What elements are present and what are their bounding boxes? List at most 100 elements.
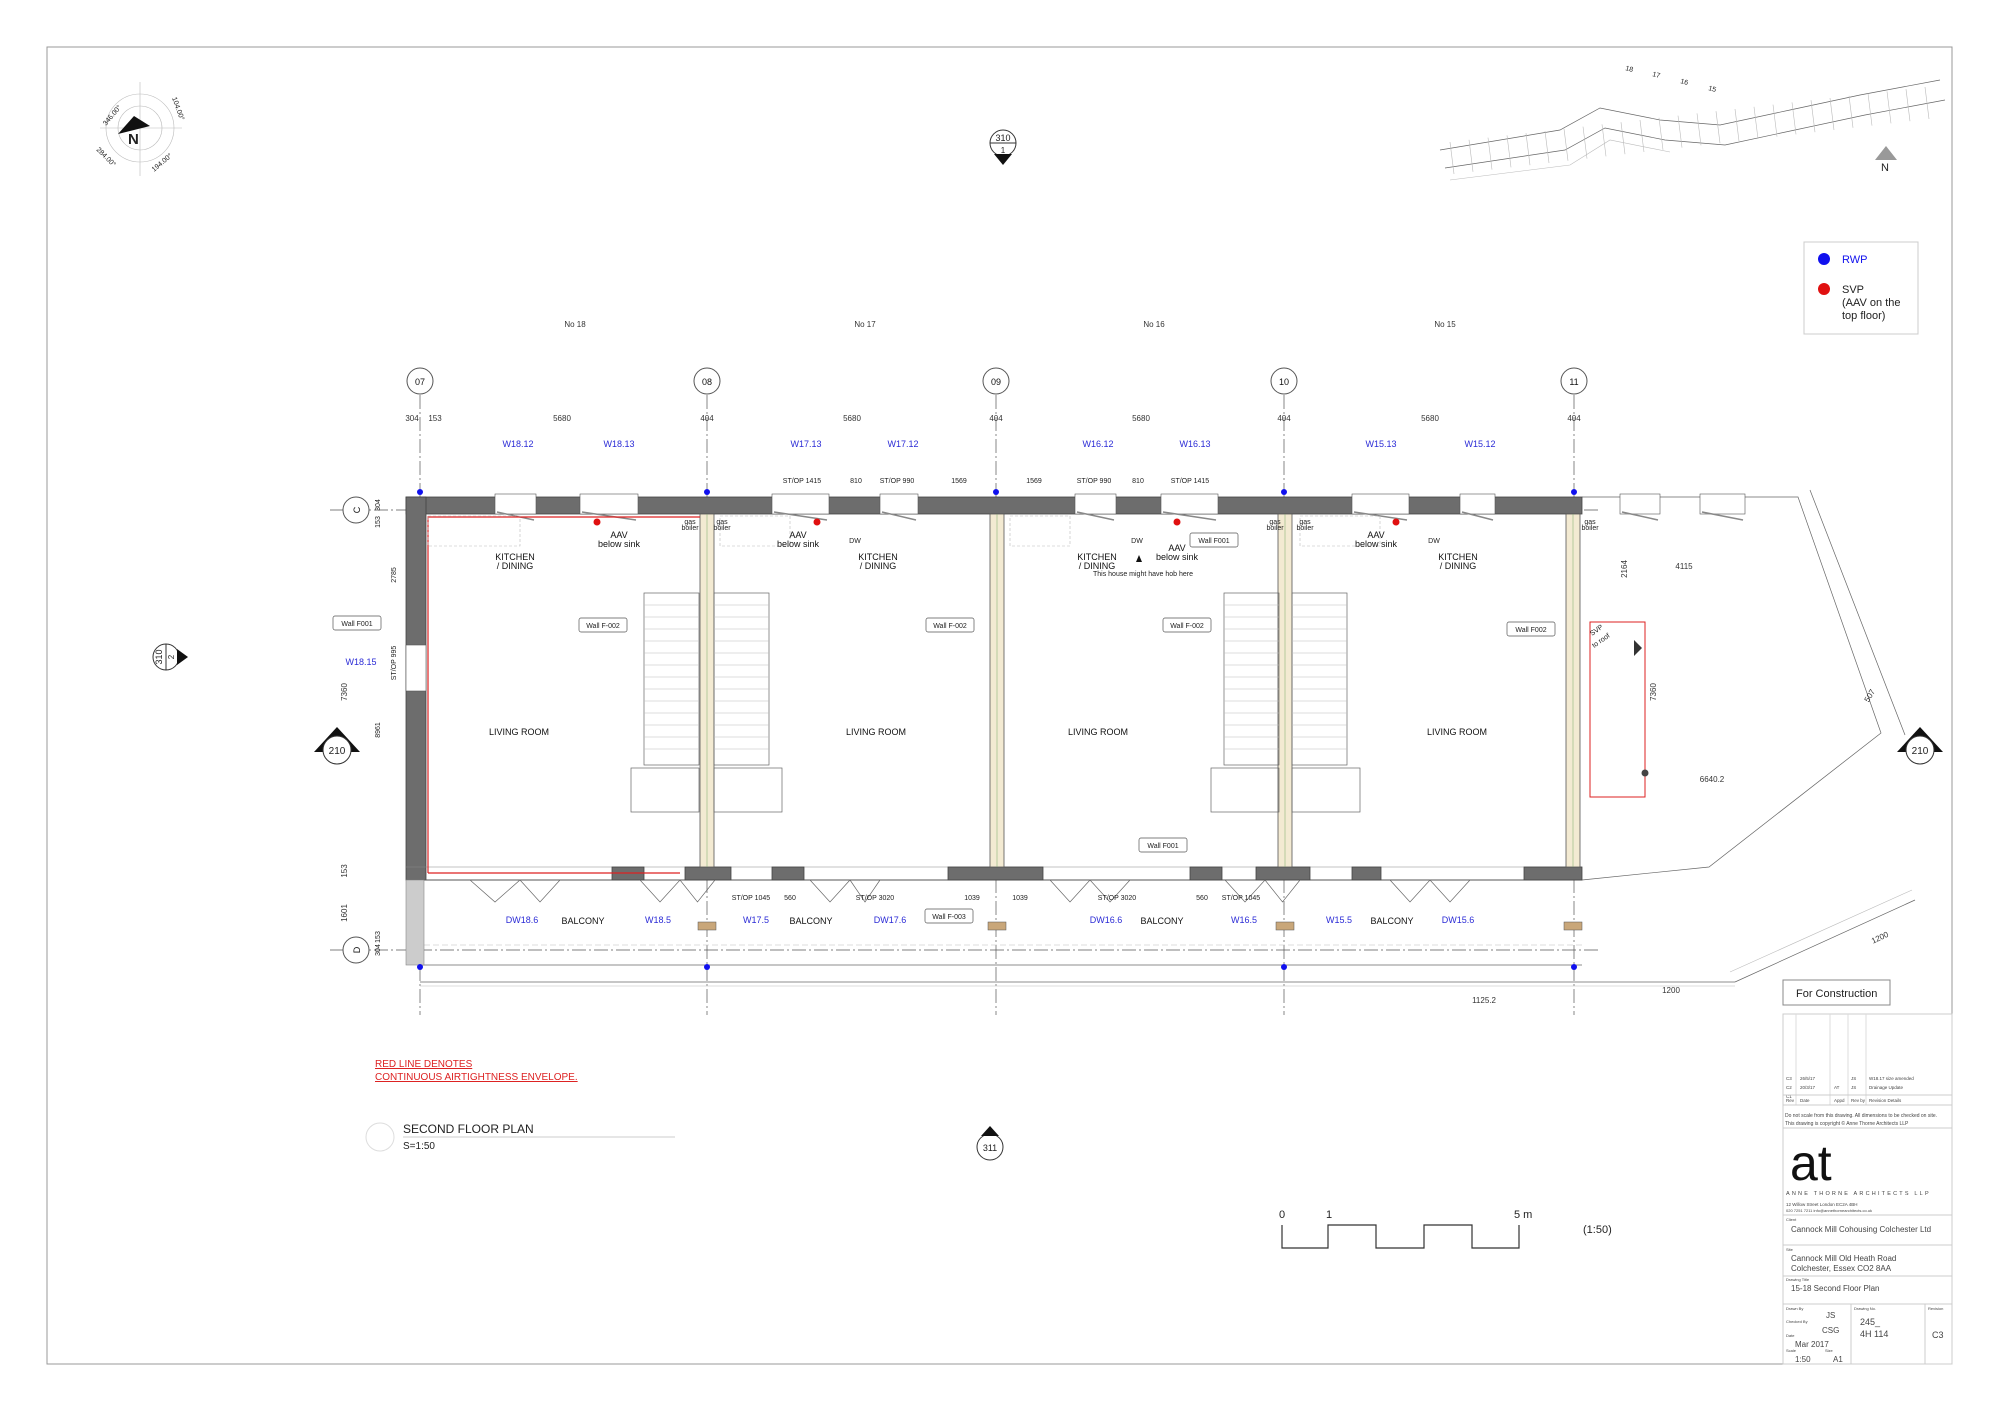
field-label: Size — [1825, 1348, 1834, 1353]
boiler-label: gas — [684, 519, 696, 526]
wall-label[interactable]: Wall F001 — [1189, 532, 1239, 548]
opening-dimension: 1039 — [964, 895, 980, 902]
opening-dimension: 1569 — [1026, 478, 1042, 485]
dishwasher-label: DW — [849, 538, 861, 545]
aav-label: below sink — [777, 539, 820, 549]
dimension: 1200 — [1870, 930, 1890, 946]
section-marker-310-1[interactable]: 310 1 — [989, 129, 1017, 165]
revision-cell: JS — [1851, 1085, 1856, 1090]
plot-label: 17 — [1651, 71, 1660, 80]
field-label: Checked By — [1786, 1319, 1808, 1324]
hob-note: This house might have hob here — [1093, 571, 1193, 578]
svp-dot — [1173, 518, 1181, 526]
plot-label: 15 — [1707, 85, 1716, 94]
wall-label-text: Wall F-003 — [932, 914, 966, 921]
wall-label[interactable]: Wall F-003 — [924, 908, 974, 924]
legend-svp-note: (AAV on the — [1842, 297, 1901, 309]
window-tag: DW18.6 — [506, 915, 539, 925]
room-label-kitchen: / DINING — [497, 561, 534, 571]
room-label-kitchen: KITCHEN — [1077, 552, 1117, 562]
blue-dot-icon — [1818, 253, 1830, 265]
room-label-kitchen: KITCHEN — [858, 552, 898, 562]
grid-bubble-11: 11 — [1569, 377, 1578, 387]
aav-label: AAV — [610, 530, 627, 540]
red-dot-icon — [1818, 283, 1830, 295]
room-label-kitchen: KITCHEN — [1438, 552, 1478, 562]
bearing: 194.00° — [150, 152, 174, 174]
revision-cell: W18.17 size amended — [1869, 1076, 1914, 1081]
dimension: 7360 — [1649, 683, 1658, 701]
drawing-revision: C3 — [1932, 1330, 1944, 1340]
field-label: Drawn By — [1786, 1306, 1803, 1311]
dimension: 8961 — [375, 722, 382, 738]
section-marker-210-west[interactable]: 210 — [314, 727, 360, 765]
revision-cell: JS — [1851, 1076, 1856, 1081]
revision-header: Rev — [1786, 1098, 1795, 1103]
rwp-dot — [417, 964, 423, 970]
arrow-up-icon — [1136, 555, 1142, 562]
revision-cell: C3 — [1786, 1076, 1792, 1081]
section-number: 310 — [154, 649, 164, 664]
window-tag: W17.13 — [790, 439, 821, 449]
status-badge — [1782, 979, 1891, 1006]
building-plan — [405, 489, 1916, 987]
rwp-dot — [1571, 489, 1577, 495]
revision-cell: C1 — [1786, 1094, 1792, 1099]
boiler-label: boiler — [713, 525, 731, 532]
boiler-label: boiler — [1266, 525, 1284, 532]
dimension: 304 — [375, 944, 382, 956]
window-tag: W15.5 — [1326, 915, 1352, 925]
room-label-kitchen: / DINING — [1440, 561, 1477, 571]
scale-label: 0 — [1279, 1209, 1285, 1221]
window-tag: W15.12 — [1464, 439, 1495, 449]
drawn-by: JS — [1826, 1311, 1835, 1320]
legend-rwp: RWP — [1842, 254, 1867, 266]
wall-label[interactable]: Wall F001 — [1138, 837, 1188, 853]
room-label-balcony: BALCONY — [1140, 916, 1183, 926]
wall-label-text: Wall F001 — [1198, 538, 1229, 545]
dimension: 153 — [340, 864, 349, 878]
legend: RWP SVP (AAV on the top floor) — [1803, 241, 1919, 335]
section-marker-311[interactable]: 311 — [976, 1126, 1004, 1161]
wall-label[interactable]: Wall F-002 — [578, 617, 628, 633]
window-tag: W17.5 — [743, 915, 769, 925]
scale-ratio: (1:50) — [1583, 1224, 1612, 1236]
grid-bubble-09: 09 — [991, 377, 1001, 387]
field-label: Revision — [1928, 1306, 1943, 1311]
house-label: No 15 — [1434, 320, 1456, 329]
wall-label[interactable]: Wall F002 — [1506, 621, 1556, 637]
dimension: 2785 — [391, 567, 398, 583]
wall-label[interactable]: Wall F001 — [332, 615, 382, 631]
field-label: Drawing Title — [1786, 1277, 1810, 1282]
section-number: 210 — [329, 746, 346, 757]
boiler-label: boiler — [1581, 525, 1599, 532]
opening-dimension: ST/OP 990 — [1077, 478, 1112, 485]
opening-dimension: 810 — [850, 478, 862, 485]
dimension: 5680 — [1421, 414, 1439, 423]
bearing: 284.00° — [95, 146, 118, 169]
opening-dimension: 560 — [784, 895, 796, 902]
section-marker-310-2[interactable]: 310 2 — [152, 643, 188, 671]
wall-label-text: Wall F-002 — [1170, 623, 1204, 630]
client-name: Cannock Mill Cohousing Colchester Ltd — [1791, 1225, 1931, 1234]
drawing-scale: 1:50 — [1795, 1355, 1811, 1364]
revision-header: Appd — [1834, 1098, 1845, 1103]
opening-dimension: 1039 — [1012, 895, 1028, 902]
rwp-dot — [704, 964, 710, 970]
dimension: 404 — [700, 414, 714, 423]
north-label: N — [128, 131, 139, 148]
wall-label-text: Wall F001 — [1147, 843, 1178, 850]
wall-label[interactable]: Wall F-002 — [1162, 617, 1212, 633]
drawing-note: Do not scale from this drawing. All dime… — [1785, 1113, 1937, 1119]
section-marker-210-east[interactable]: 210 — [1897, 727, 1943, 765]
drawing-date: Mar 2017 — [1795, 1340, 1829, 1349]
opening-dimension: ST/OP 1415 — [783, 478, 822, 485]
wall-label[interactable]: Wall F-002 — [925, 617, 975, 633]
plan-title: SECOND FLOOR PLAN S=1:50 — [365, 1122, 675, 1152]
aav-label: AAV — [789, 530, 806, 540]
